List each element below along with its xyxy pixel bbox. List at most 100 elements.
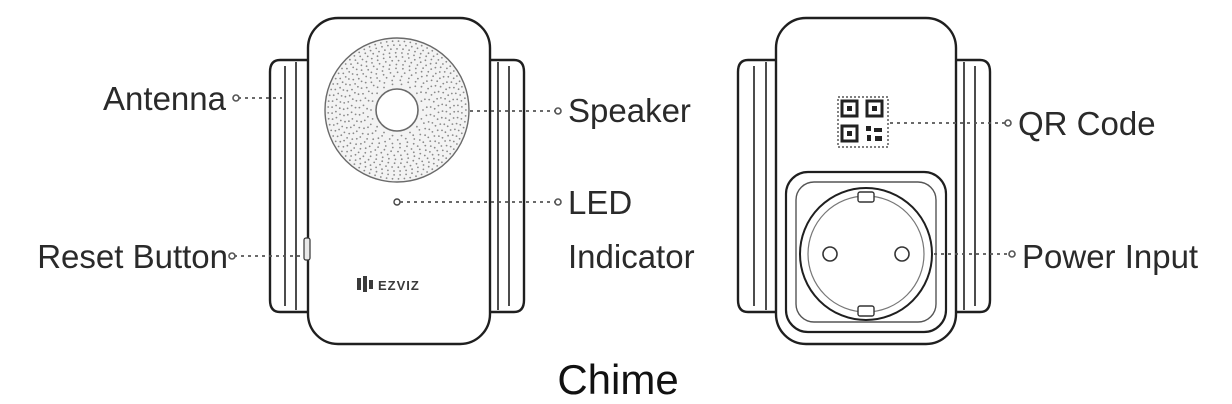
grille-hole [379, 163, 381, 166]
grille-hole [441, 161, 443, 164]
grille-hole [448, 119, 451, 122]
grille-hole [351, 88, 353, 91]
grille-hole [439, 123, 442, 125]
grille-hole [441, 136, 444, 139]
grille-hole [416, 92, 418, 95]
grille-hole [383, 148, 386, 151]
grille-hole [397, 59, 400, 62]
grille-hole [346, 150, 348, 153]
grille-hole [376, 92, 378, 95]
grille-hole [399, 44, 401, 46]
grille-hole [342, 72, 345, 75]
grille-hole [465, 109, 467, 111]
grille-hole [433, 115, 436, 117]
grille-hole [334, 140, 337, 143]
grille-hole [449, 145, 452, 148]
grille-hole [447, 75, 450, 78]
grille-hole [331, 100, 334, 102]
grille-hole [449, 139, 451, 142]
grille-hole [360, 64, 363, 67]
grille-hole [403, 165, 406, 168]
grille-hole [334, 88, 337, 91]
grille-hole [409, 131, 411, 134]
grille-hole [331, 106, 333, 108]
grille-hole [456, 116, 459, 119]
grille-hole [438, 71, 441, 73]
grille-hole [376, 68, 378, 70]
grille-hole [409, 86, 411, 89]
grille-hole [413, 54, 415, 57]
grille-hole [406, 145, 408, 148]
grille-hole [335, 104, 337, 107]
grille-hole [363, 48, 366, 51]
grille-hole [364, 147, 367, 150]
grille-hole [431, 153, 434, 156]
grille-hole [450, 81, 453, 83]
grille-hole [343, 131, 346, 134]
grille-hole [334, 129, 337, 132]
grille-hole [371, 118, 374, 120]
grille-hole [462, 126, 465, 129]
grille-hole [445, 60, 448, 63]
grille-hole [444, 117, 447, 119]
grille-hole [348, 120, 350, 123]
grille-hole [426, 171, 428, 173]
grille-hole [417, 77, 419, 80]
grille-hole [349, 126, 352, 129]
grille-hole [363, 127, 365, 130]
grille-hole [444, 97, 446, 100]
grille-hole [428, 161, 430, 164]
grille-hole [451, 123, 454, 125]
grille-hole [355, 99, 358, 102]
grille-hole [374, 130, 377, 132]
label-led-line2: Indicator [568, 238, 695, 275]
grille-hole [382, 53, 385, 56]
grille-hole [349, 84, 351, 86]
grille-hole [359, 157, 361, 160]
grille-hole [431, 131, 434, 133]
grille-hole [365, 60, 368, 63]
grille-hole [340, 134, 343, 137]
power-socket-icon [784, 170, 948, 334]
grille-hole [339, 140, 342, 143]
grille-hole [369, 49, 372, 52]
grille-hole [378, 62, 381, 65]
grille-hole [369, 164, 372, 167]
grille-hole [443, 123, 446, 126]
grille-hole [376, 125, 378, 128]
grille-hole [335, 110, 337, 113]
grille-hole [399, 142, 401, 145]
grille-hole [449, 72, 452, 75]
grille-hole [441, 149, 444, 152]
grille-hole [370, 71, 373, 74]
grille-hole [453, 110, 456, 113]
grille-hole [428, 128, 431, 131]
label-antenna: Antenna [103, 80, 227, 117]
grille-hole [348, 132, 351, 135]
grille-hole [387, 173, 389, 176]
grille-hole [437, 153, 440, 156]
grille-hole [367, 158, 370, 161]
grille-hole [412, 159, 415, 162]
grille-hole [390, 150, 392, 153]
grille-hole [409, 164, 412, 167]
grille-hole [452, 98, 455, 101]
grille-hole [330, 88, 333, 91]
grille-hole [399, 174, 401, 176]
grille-hole [422, 109, 424, 111]
grille-hole [366, 138, 368, 140]
grille-hole [369, 76, 372, 79]
grille-hole [332, 124, 335, 126]
grille-hole [353, 55, 356, 57]
grille-hole [418, 148, 421, 151]
grille-hole [464, 103, 467, 105]
grille-hole [418, 129, 421, 131]
grille-hole [404, 137, 407, 140]
grille-hole [332, 94, 335, 97]
grille-hole [423, 154, 426, 157]
grille-hole [442, 63, 444, 65]
grille-hole [434, 66, 437, 69]
reset-button [303, 237, 311, 261]
grille-hole [412, 134, 415, 137]
